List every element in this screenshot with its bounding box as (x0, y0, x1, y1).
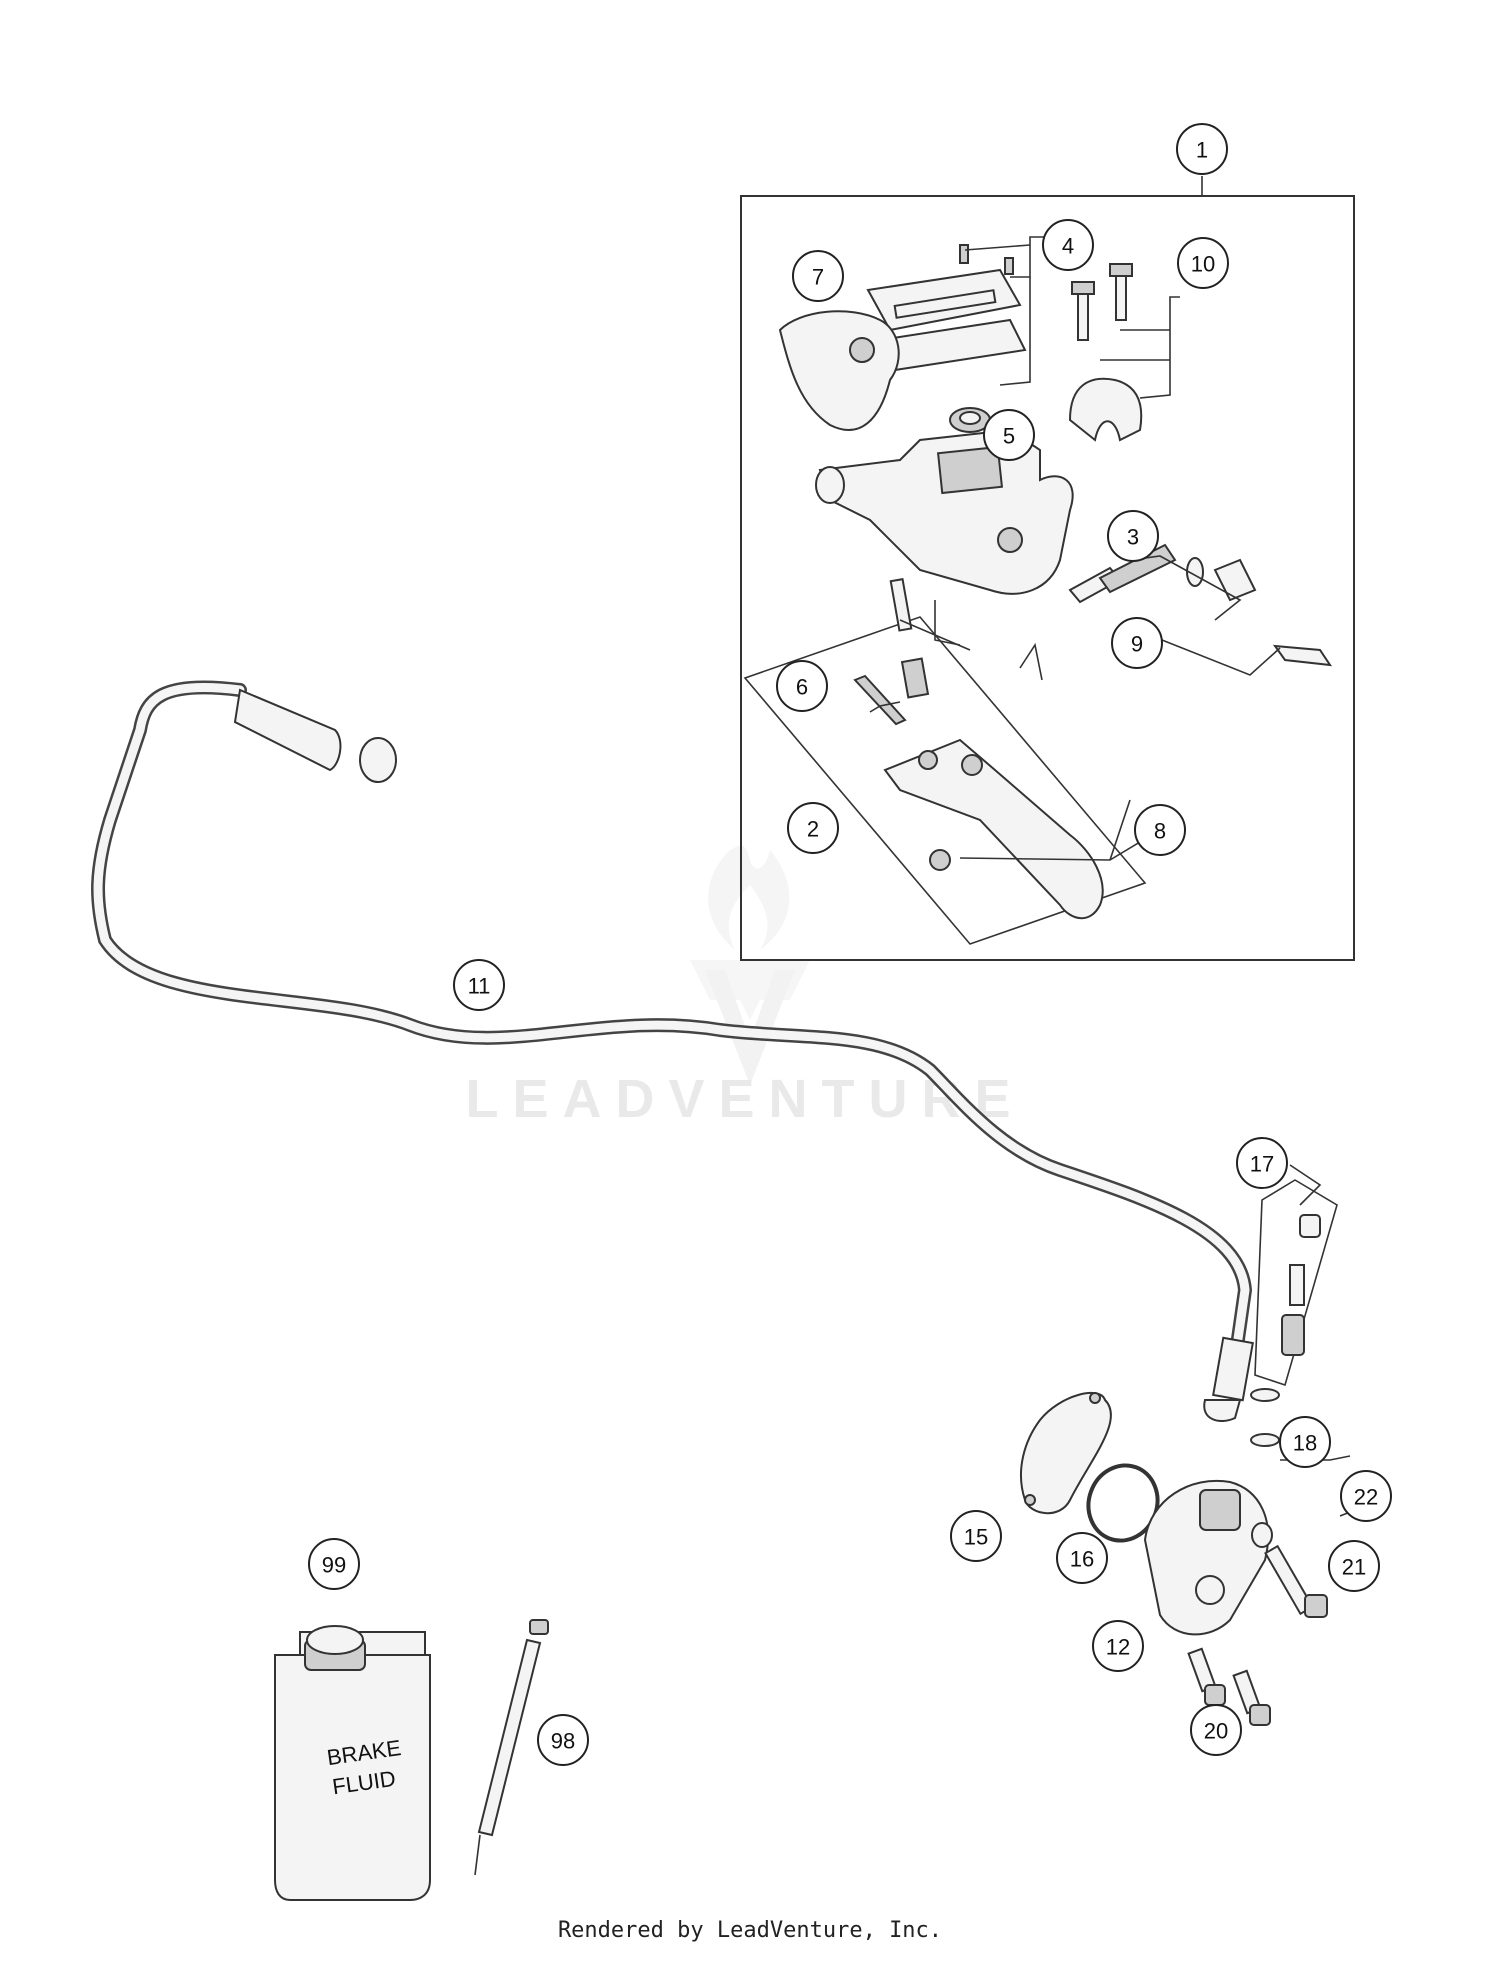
callout-3: 3 (1107, 510, 1159, 562)
svg-text:98: 98 (551, 1729, 575, 1754)
callout-15: 15 (950, 1510, 1002, 1562)
callout-8: 8 (1134, 804, 1186, 856)
clutch-hose-part (91, 680, 1254, 1422)
watermark-text: LEADVENTURE (465, 1069, 1024, 1129)
callout-6: 6 (776, 660, 828, 712)
slave-cylinder-part (1143, 1479, 1270, 1636)
bolt-21-part (1264, 1544, 1328, 1618)
callout-18: 18 (1279, 1416, 1331, 1468)
callout-17: 17 (1236, 1137, 1288, 1189)
lever-assembly-box (743, 578, 1147, 945)
callout-9: 9 (1111, 617, 1163, 669)
callout-7: 7 (792, 250, 844, 302)
callout-98: 98 (537, 1714, 589, 1766)
callout-22: 22 (1340, 1470, 1392, 1522)
callout-5: 5 (983, 409, 1035, 461)
callout-99: 99 (308, 1538, 360, 1590)
callout-4: 4 (1042, 219, 1094, 271)
svg-text:9: 9 (1131, 632, 1143, 657)
svg-text:8: 8 (1154, 819, 1166, 844)
brake-fluid-bottle-part: BRAKE FLUID (274, 1625, 431, 1901)
svg-text:5: 5 (1003, 424, 1015, 449)
callout-1: 1 (1176, 123, 1228, 175)
clamp-part (1068, 263, 1143, 442)
callout-16: 16 (1056, 1532, 1108, 1584)
grease-syringe-part (474, 1619, 549, 1876)
master-cylinder-part (815, 428, 1074, 595)
leader-lines (869, 236, 1391, 1517)
washers-part (1250, 1388, 1280, 1447)
svg-text:12: 12 (1106, 1635, 1130, 1660)
piston-kit-part (1068, 543, 1333, 667)
svg-text:3: 3 (1127, 525, 1139, 550)
bleeder-kit-part (1254, 1179, 1338, 1387)
svg-text:22: 22 (1354, 1485, 1378, 1510)
svg-text:15: 15 (964, 1525, 988, 1550)
callout-20: 20 (1190, 1704, 1242, 1756)
svg-text:1: 1 (1196, 138, 1208, 163)
svg-text:21: 21 (1342, 1555, 1366, 1580)
svg-text:7: 7 (812, 265, 824, 290)
callout-10: 10 (1177, 237, 1229, 289)
svg-text:2: 2 (807, 817, 819, 842)
svg-text:18: 18 (1293, 1431, 1317, 1456)
callout-12: 12 (1092, 1620, 1144, 1672)
washer-22-part (1251, 1522, 1273, 1548)
svg-text:17: 17 (1250, 1152, 1274, 1177)
gasket-part (1019, 1391, 1112, 1515)
svg-text:10: 10 (1191, 252, 1215, 277)
reservoir-cover-part (866, 244, 1027, 372)
footer-credit: Rendered by LeadVenture, Inc. (557, 1918, 943, 1943)
svg-text:99: 99 (322, 1553, 346, 1578)
callout-2: 2 (787, 802, 839, 854)
callout-21: 21 (1328, 1540, 1380, 1592)
lever-cover-part (778, 310, 900, 431)
assembly-1-box (740, 176, 1355, 961)
svg-text:16: 16 (1070, 1547, 1094, 1572)
svg-text:6: 6 (796, 675, 808, 700)
bolts-20-part (1187, 1647, 1271, 1726)
watermark-logo (690, 845, 810, 1085)
svg-text:4: 4 (1062, 234, 1074, 259)
callout-11: 11 (453, 959, 505, 1011)
svg-text:11: 11 (468, 974, 491, 999)
svg-text:20: 20 (1204, 1719, 1228, 1744)
